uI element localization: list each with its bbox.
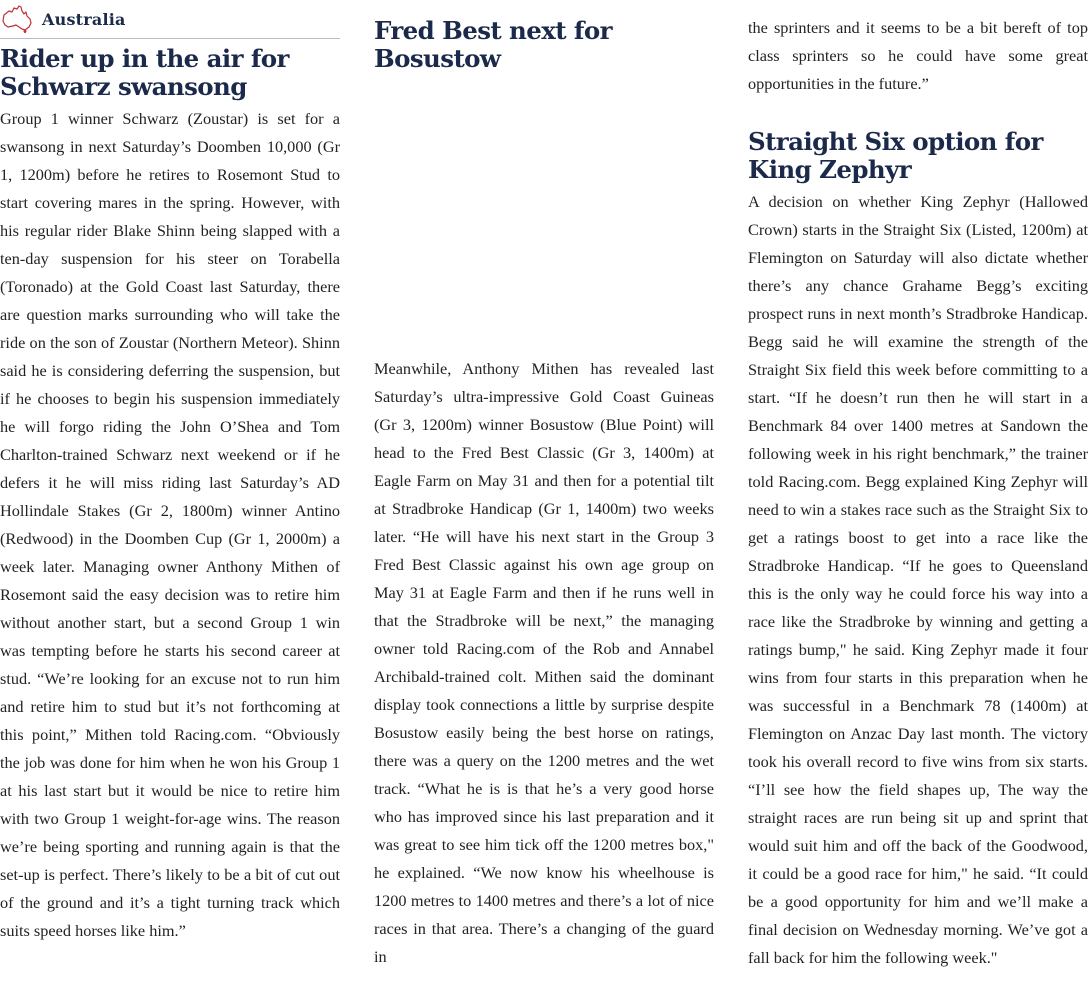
column-3: the sprinters and it seems to be a bit b… xyxy=(748,0,1088,972)
australia-map-icon xyxy=(2,5,32,33)
article-headline: Fred Best next for Bosustow xyxy=(374,16,613,73)
article-headline: Rider up in the air for Schwarz swansong xyxy=(0,44,289,101)
article-body: Meanwhile, Anthony Mithen has revealed l… xyxy=(374,359,714,966)
column-1: Australia Rider up in the air for Schwar… xyxy=(0,0,340,945)
article-headline: Straight Six option for King Zephyr xyxy=(748,127,1043,184)
section-label: Australia xyxy=(42,10,126,29)
section-header: Australia xyxy=(0,0,340,39)
column-2: Fred Best next for Bosustow Meanwhile, A… xyxy=(374,0,714,967)
article-body: A decision on whether King Zephyr (Hallo… xyxy=(748,192,1088,967)
article-continuation: the sprinters and it seems to be a bit b… xyxy=(748,18,1088,93)
article-body: Group 1 winner Schwarz (Zoustar) is set … xyxy=(0,109,340,940)
